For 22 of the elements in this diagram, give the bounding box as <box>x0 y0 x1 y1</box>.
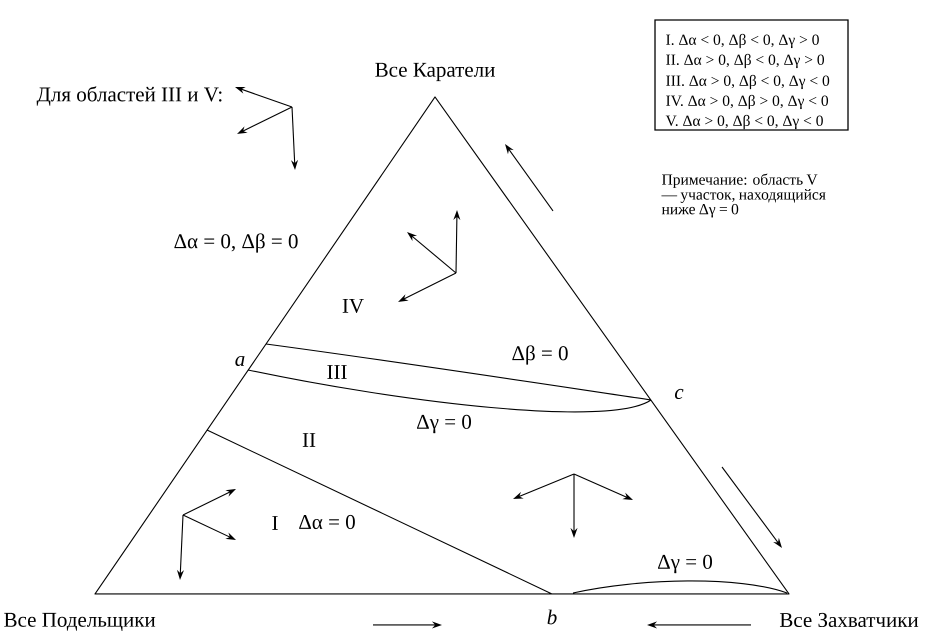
vertex-label: Все Подельщики <box>4 612 156 632</box>
condition-line: II. Δα > 0, Δβ < 0, Δγ > 0 <box>666 54 824 68</box>
boundary-label: Δα = 0 <box>299 514 355 530</box>
note-text: Примечание: область V — участок, находящийся ниже Δγ = 0 <box>661 174 826 218</box>
point-label: c <box>674 388 684 400</box>
vertex-label: Все Захватчики <box>780 612 918 628</box>
heading-text: Для областей III и V: <box>36 86 222 106</box>
region-label: I <box>272 516 278 530</box>
vertex-label: Все Каратели <box>375 62 495 82</box>
boundary-label: Δγ = 0 <box>417 414 472 434</box>
condition-line: V. Δα > 0, Δβ < 0, Δγ < 0 <box>666 114 823 130</box>
condition-line: I. Δα < 0, Δβ < 0, Δγ > 0 <box>666 34 819 48</box>
region-label: III <box>327 365 347 379</box>
region-label: IV <box>342 298 364 314</box>
boundary-label: Δα = 0, Δβ = 0 <box>174 233 298 253</box>
region-label: II <box>302 433 316 447</box>
point-label: b <box>548 610 557 624</box>
boundary-label: Δβ = 0 <box>512 345 568 365</box>
point-label: a <box>235 356 244 366</box>
boundary-label: Δγ = 0 <box>658 554 712 574</box>
condition-line: IV. Δα > 0, Δβ > 0, Δγ < 0 <box>666 94 828 110</box>
condition-line: III. Δα > 0, Δβ < 0, Δγ < 0 <box>666 74 830 90</box>
